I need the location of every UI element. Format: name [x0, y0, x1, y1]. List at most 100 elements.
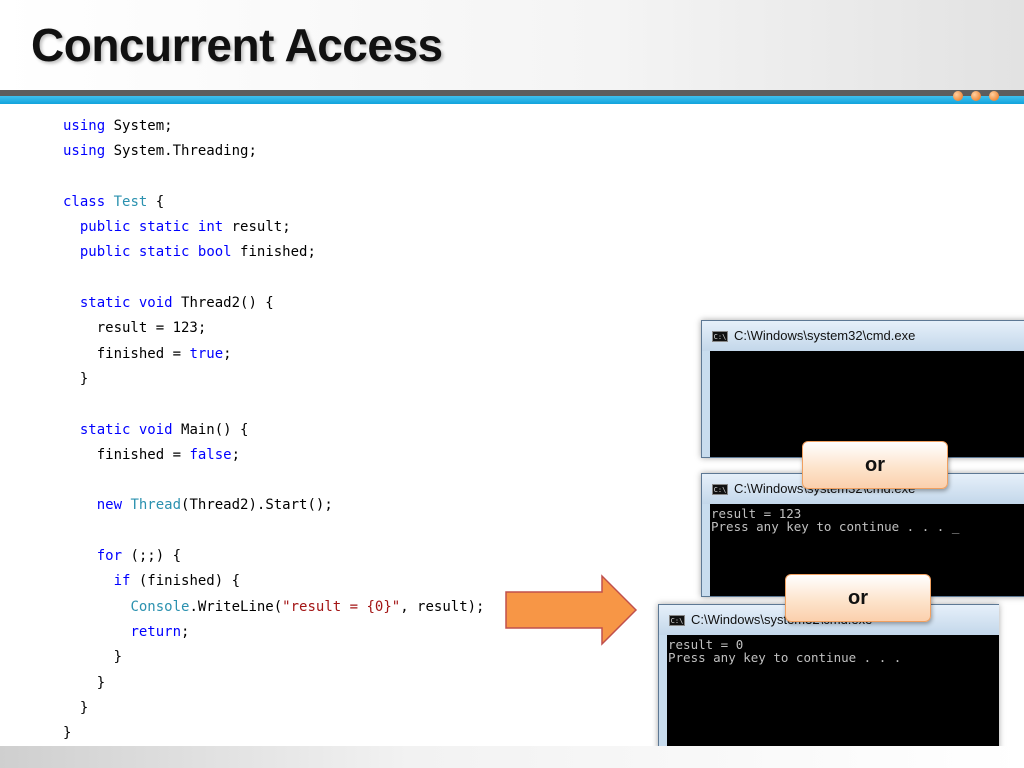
code-token: (;;) { — [122, 548, 182, 565]
code-token — [105, 194, 113, 210]
cmd-window-1[interactable]: C:\ C:\Windows\system32\cmd.exe — [701, 320, 1024, 458]
code-token: false — [189, 446, 232, 463]
code-token: } — [63, 699, 89, 716]
code-token: ; — [181, 623, 190, 640]
code-token: finished = — [63, 345, 190, 362]
code-token: void — [138, 295, 173, 312]
code-token: finished = — [63, 446, 190, 463]
cmd-icon: C:\ — [712, 331, 728, 342]
header-divider-blue — [0, 96, 1024, 104]
code-token: int — [197, 219, 224, 236]
code-line — [63, 165, 484, 190]
code-line: for (;;) { — [63, 544, 484, 569]
code-token: static — [79, 295, 131, 312]
code-token: (finished) { — [130, 573, 241, 590]
code-line: static void Main() { — [63, 418, 484, 443]
code-line: using System; — [63, 114, 484, 139]
slide-title: Concurrent Access — [31, 19, 443, 71]
code-line: public static int result; — [63, 215, 484, 240]
code-line: using System.Threading; — [63, 139, 484, 164]
code-line: } — [63, 367, 484, 392]
code-line: } — [63, 645, 484, 670]
code-token: class — [63, 193, 106, 210]
code-token: for — [96, 548, 123, 565]
code-token — [63, 624, 130, 640]
cmd-console[interactable] — [710, 351, 1024, 457]
code-token: static — [138, 244, 190, 261]
code-line: new Thread(Thread2).Start(); — [63, 493, 484, 518]
code-line: finished = false; — [63, 443, 484, 468]
code-line: } — [63, 696, 484, 721]
right-arrow-icon — [505, 574, 638, 646]
slide-footer — [0, 746, 1024, 768]
code-token — [189, 244, 197, 260]
code-token — [189, 219, 197, 235]
code-token: } — [63, 674, 106, 691]
code-token: return — [130, 623, 182, 640]
code-token: result; — [223, 219, 291, 236]
code-token: bool — [197, 244, 232, 261]
code-token: static — [138, 219, 190, 236]
cmd-output-block: result = 123 Press any key to continue .… — [710, 504, 1024, 536]
code-token: ; — [223, 345, 232, 362]
cursor-icon: _ — [951, 519, 960, 534]
code-token: static — [79, 421, 131, 438]
code-line — [63, 392, 484, 417]
code-token: Test — [113, 193, 148, 210]
slide-header: Concurrent Access — [0, 0, 1024, 90]
code-token — [63, 219, 80, 235]
code-token: } — [63, 649, 123, 666]
code-line: if (finished) { — [63, 569, 484, 594]
code-token — [63, 244, 80, 260]
code-line: } — [63, 671, 484, 696]
code-token — [63, 295, 80, 311]
code-line: result = 123; — [63, 316, 484, 341]
code-token: result = 123; — [63, 320, 207, 337]
code-token: void — [138, 421, 173, 438]
code-token — [130, 422, 138, 438]
code-token: .WriteLine( — [189, 598, 283, 615]
code-token — [63, 497, 97, 513]
cmd-console[interactable]: result = 123 Press any key to continue .… — [710, 504, 1024, 596]
cmd-icon: C:\ — [712, 484, 728, 495]
code-line: } — [63, 721, 484, 746]
code-line: static void Thread2() { — [63, 291, 484, 316]
cmd-window-3[interactable]: C:\ C:\Windows\system32\cmd.exe result =… — [658, 604, 999, 752]
cmd-output: result = 123 Press any key to continue .… — [711, 506, 945, 534]
code-token — [63, 573, 114, 589]
code-token: if — [113, 573, 131, 590]
code-token: using — [63, 118, 106, 134]
code-line — [63, 468, 484, 493]
code-token: (Thread2).Start(); — [181, 497, 333, 514]
code-line: public static bool finished; — [63, 240, 484, 265]
code-line: finished = true; — [63, 342, 484, 367]
or-callout: or — [785, 574, 931, 622]
decor-dot-icon — [989, 91, 999, 101]
code-line: return; — [63, 620, 484, 645]
code-token: Thread — [130, 497, 182, 514]
code-token: Main() { — [172, 421, 249, 438]
cmd-icon: C:\ — [669, 615, 685, 626]
decor-dot-icon — [953, 91, 963, 101]
code-token: } — [63, 370, 89, 387]
code-token — [130, 219, 138, 235]
code-token — [63, 422, 80, 438]
code-token: public — [79, 244, 131, 261]
decor-dot-icon — [971, 91, 981, 101]
code-token: Thread2() { — [172, 295, 274, 312]
cmd-title: C:\Windows\system32\cmd.exe — [734, 328, 916, 343]
or-callout: or — [802, 441, 948, 489]
code-token: finished; — [231, 244, 316, 261]
code-token: System.Threading; — [105, 143, 257, 160]
cmd-output — [710, 351, 1024, 357]
cmd-titlebar[interactable]: C:\ C:\Windows\system32\cmd.exe — [702, 321, 1024, 351]
code-token: true — [189, 345, 224, 362]
code-token: public — [79, 219, 131, 236]
cmd-console[interactable]: result = 0 Press any key to continue . .… — [667, 635, 999, 751]
code-token: new — [96, 497, 123, 514]
cmd-output: result = 0 Press any key to continue . .… — [668, 637, 902, 665]
code-line: class Test { — [63, 190, 484, 215]
code-token — [63, 599, 130, 615]
code-token: , result); — [400, 598, 485, 615]
code-token — [130, 244, 138, 260]
